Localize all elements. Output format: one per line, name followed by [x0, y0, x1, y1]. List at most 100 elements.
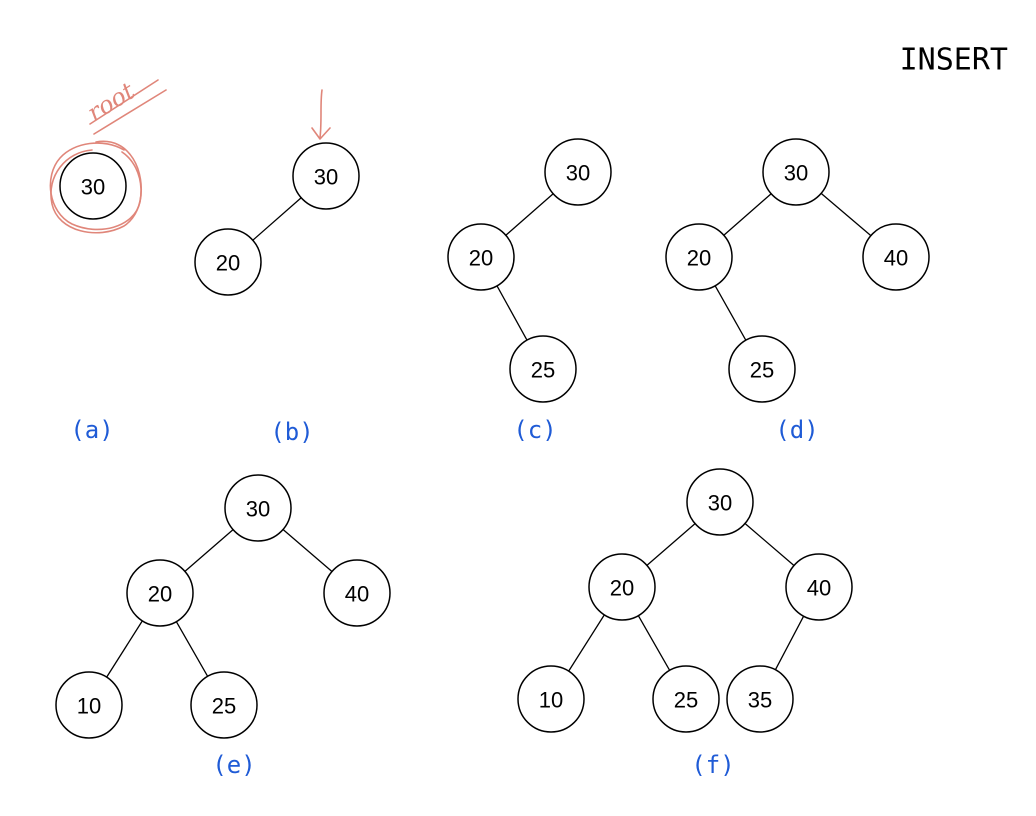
node-label: 40: [884, 246, 908, 271]
edge-20-25: [496, 285, 528, 341]
caption-d: (d): [775, 416, 818, 444]
node-circle: [728, 335, 796, 403]
node-40: 40: [323, 559, 391, 627]
node-circle: [785, 553, 853, 621]
node-30: 30: [686, 468, 754, 536]
root-handwritten-label: root: [82, 77, 140, 127]
node-circle: [55, 671, 123, 739]
node-label: 20: [469, 246, 493, 271]
caption-c: (c): [513, 416, 556, 444]
node-label: 40: [345, 582, 369, 607]
node-circle: [665, 223, 733, 291]
node-circle: [652, 665, 720, 733]
tree-f: 30 20 40 10 25 35 (f): [517, 468, 853, 779]
node-label: 20: [610, 576, 634, 601]
root-circle-scribble-1: [49, 140, 142, 231]
arrowhead-icon: [311, 127, 331, 140]
edge-30-20: [184, 529, 234, 572]
node-35: 35: [726, 665, 794, 733]
root-pointer-line-2: [89, 79, 159, 125]
node-circle: [126, 559, 194, 627]
caption-f: (f): [691, 751, 734, 779]
node-30: 30: [59, 152, 127, 220]
node-30: 30: [224, 474, 292, 542]
node-25: 25: [190, 671, 258, 739]
edge-30-20: [646, 523, 696, 566]
tree-a: 30 (a): [59, 152, 127, 444]
tree-d: 30 20 40 25 (d): [665, 138, 930, 444]
node-circle: [190, 671, 258, 739]
node-30: 30: [544, 138, 612, 206]
node-label: 25: [531, 358, 555, 383]
node-25: 25: [509, 335, 577, 403]
node-circle: [726, 665, 794, 733]
node-circle: [323, 559, 391, 627]
node-40: 40: [862, 223, 930, 291]
tree-c: 30 20 25 (c): [447, 138, 612, 444]
edge-20-25: [175, 621, 209, 677]
arrow-down-icon: [319, 89, 323, 139]
tree-e: 30 20 40 10 25 (e): [55, 474, 391, 779]
node-10: 10: [517, 665, 585, 733]
node-label: 25: [750, 358, 774, 383]
node-label: 25: [212, 694, 236, 719]
node-40: 40: [785, 553, 853, 621]
node-circle: [544, 138, 612, 206]
caption-a: (a): [70, 416, 113, 444]
node-label: 30: [314, 165, 338, 190]
edge-20-25: [714, 285, 747, 341]
node-label: 30: [708, 491, 732, 516]
root-pointer-line: [93, 89, 167, 135]
node-25: 25: [652, 665, 720, 733]
node-25: 25: [728, 335, 796, 403]
trees-group: 30 (a) 30 20 (b) 30 20 25 (c) 30 20 40 25 (d) 30 20 40 10…: [55, 138, 930, 779]
node-20: 20: [194, 228, 262, 296]
edge-30-20: [505, 193, 554, 236]
edge-30-40: [744, 523, 795, 566]
node-circle: [447, 223, 515, 291]
heading-insert: INSERT: [900, 43, 1008, 78]
node-label: 35: [748, 688, 772, 713]
node-label: 25: [674, 688, 698, 713]
node-circle: [517, 665, 585, 733]
edge-30-40: [820, 192, 872, 237]
node-circle: [762, 138, 830, 206]
edge-20-25: [637, 615, 671, 671]
node-10: 10: [55, 671, 123, 739]
edge-30-20: [723, 193, 772, 236]
node-label: 20: [687, 246, 711, 271]
node-circle: [588, 553, 656, 621]
node-label: 20: [148, 582, 172, 607]
root-circle-scribble-2: [50, 149, 142, 234]
caption-b: (b): [270, 418, 313, 446]
node-30: 30: [292, 142, 360, 210]
node-circle: [686, 468, 754, 536]
node-circle: [292, 142, 360, 210]
caption-e: (e): [212, 751, 255, 779]
edge-30-40: [282, 529, 333, 572]
node-label: 20: [216, 251, 240, 276]
node-label: 10: [539, 688, 563, 713]
node-20: 20: [126, 559, 194, 627]
node-label: 40: [807, 576, 831, 601]
node-label: 30: [566, 161, 590, 186]
node-label: 30: [81, 175, 105, 200]
node-circle: [224, 474, 292, 542]
tree-b: 30 20 (b): [194, 142, 360, 446]
node-20: 20: [447, 223, 515, 291]
node-label: 30: [784, 161, 808, 186]
edge-30-20: [252, 197, 302, 241]
node-label: 10: [77, 694, 101, 719]
edge-20-10: [568, 614, 605, 672]
edge-20-10: [106, 620, 143, 678]
node-circle: [194, 228, 262, 296]
node-30: 30: [762, 138, 830, 206]
node-label: 30: [246, 497, 270, 522]
edge-40-35: [774, 615, 805, 671]
node-circle: [862, 223, 930, 291]
node-20: 20: [665, 223, 733, 291]
node-circle: [509, 335, 577, 403]
node-circle: [59, 152, 127, 220]
node-20: 20: [588, 553, 656, 621]
